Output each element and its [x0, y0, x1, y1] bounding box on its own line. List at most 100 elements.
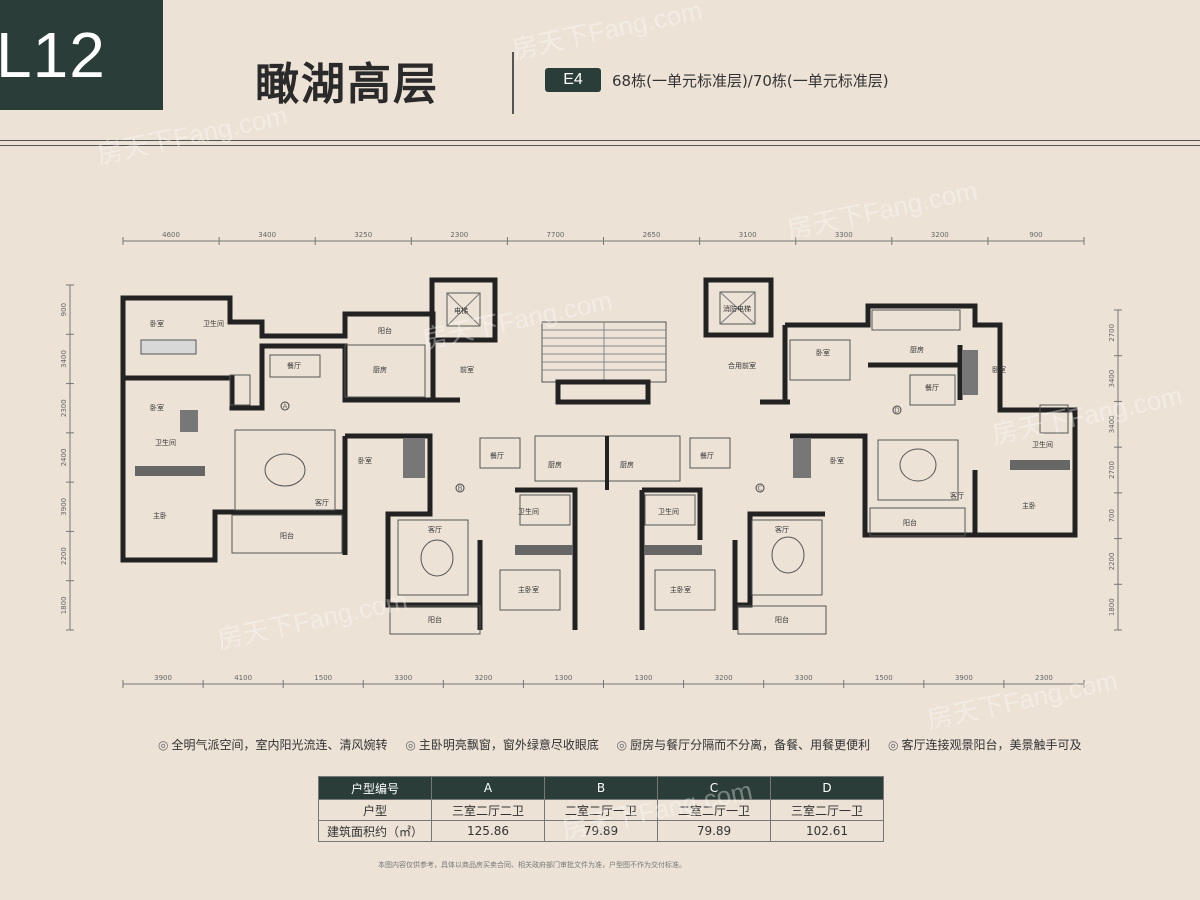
dim-left-label: 900	[60, 303, 68, 316]
table-row: 户型 三室二厅二卫 二室二厅一卫 二室二厅一卫 三室二厅一卫	[318, 799, 884, 821]
dim-top-label: 3100	[739, 231, 757, 239]
dim-right-label: 2700	[1108, 461, 1116, 479]
table-cell: 125.86	[431, 820, 545, 842]
room-b-living: 客厅	[428, 525, 442, 534]
room-d-bedroom2: 卧室	[992, 365, 1006, 374]
dim-left-label: 3900	[60, 498, 68, 516]
room-b-balcony: 阳台	[428, 615, 442, 624]
room-a-bath1: 卫生间	[203, 319, 224, 328]
room-shared-lobby: 合用前室	[728, 361, 756, 370]
feature-item: 全明气派空间，室内阳光流连、清风婉转	[158, 738, 388, 752]
room-b-master: 主卧室	[518, 585, 539, 594]
dim-left-label: 1800	[60, 596, 68, 614]
unit-c	[639, 433, 868, 635]
unit-spec-table: 户型编号 A B C D 户型 三室二厅二卫 二室二厅一卫 二室二厅一卫 三室二…	[318, 776, 884, 842]
room-d-bath: 卫生间	[1032, 440, 1053, 449]
room-d-bedroom1: 卧室	[816, 348, 830, 357]
room-d-dining: 餐厅	[925, 383, 939, 392]
table-cell: 三室二厅一卫	[770, 799, 884, 821]
table-cell: 户型	[318, 799, 432, 821]
unit-marker-d: D	[894, 407, 899, 415]
building-subtitle: 68栋(一单元标准层)/70栋(一单元标准层)	[612, 72, 889, 90]
dim-left-label: 2300	[60, 399, 68, 417]
dim-top-label: 4600	[162, 231, 180, 239]
table-row: 建筑面积约（㎡） 125.86 79.89 79.89 102.61	[318, 820, 884, 842]
dim-right-label: 1800	[1108, 598, 1116, 616]
unit-marker-b: B	[458, 485, 463, 493]
room-a-bedroom1: 卧室	[150, 319, 164, 328]
header-rule-top	[0, 140, 1200, 141]
dim-right-label: 3400	[1108, 370, 1116, 388]
dim-top-label: 3200	[931, 231, 949, 239]
room-a-master: 主卧	[153, 511, 167, 520]
room-a-kitchen: 厨房	[373, 365, 387, 374]
dim-right-label: 700	[1108, 509, 1116, 522]
dim-left-label: 2200	[60, 547, 68, 565]
building-tag: E4	[545, 68, 601, 92]
dim-bottom-label: 1300	[635, 674, 653, 682]
table-cell: 79.89	[544, 820, 658, 842]
table-header: D	[770, 776, 884, 800]
feature-item: 主卧明亮飘窗，窗外绿意尽收眼底	[405, 738, 599, 752]
dim-bottom-label: 3300	[795, 674, 813, 682]
dim-bottom-label: 3200	[474, 674, 492, 682]
table-cell: 三室二厅二卫	[431, 799, 545, 821]
dim-bottom-label: 1500	[875, 674, 893, 682]
room-c-dining: 餐厅	[700, 451, 714, 460]
room-fire-elevator: 消防电梯	[723, 304, 751, 313]
room-b-dining: 餐厅	[490, 451, 504, 460]
dim-right-label: 2200	[1108, 553, 1116, 571]
dim-bottom-label: 3200	[715, 674, 733, 682]
room-a-dining: 餐厅	[287, 361, 301, 370]
dim-bottom-label: 3300	[394, 674, 412, 682]
dim-bottom-label: 2300	[1035, 674, 1053, 682]
dim-top-label: 2300	[450, 231, 468, 239]
unit-a	[120, 295, 436, 563]
room-d-balcony: 阳台	[903, 518, 917, 527]
table-cell: 二室二厅一卫	[544, 799, 658, 821]
room-lobby: 前室	[460, 365, 474, 374]
table-cell: 建筑面积约（㎡）	[318, 820, 432, 842]
room-a-bedroom2: 卧室	[150, 403, 164, 412]
room-d-master: 主卧	[1022, 501, 1036, 510]
page-title: 瞰湖高层	[255, 59, 439, 110]
room-c-balcony: 阳台	[775, 615, 789, 624]
dim-bottom-label: 4100	[234, 674, 252, 682]
feature-item: 厨房与餐厅分隔而不分离，备餐、用餐更便利	[617, 738, 871, 752]
room-elevator: 电梯	[454, 306, 468, 315]
room-c-bedroom: 卧室	[830, 456, 844, 465]
dim-top-label: 7700	[547, 231, 565, 239]
room-c-kitchen: 厨房	[620, 460, 634, 469]
table-cell: 二室二厅一卫	[657, 799, 771, 821]
table-header: A	[431, 776, 545, 800]
room-b-bath: 卫生间	[518, 507, 539, 516]
header-divider	[512, 52, 514, 114]
unit-marker-c: C	[758, 485, 763, 493]
dim-bottom-label: 3900	[955, 674, 973, 682]
table-header: B	[544, 776, 658, 800]
dim-bottom-label: 1300	[555, 674, 573, 682]
room-b-bedroom: 卧室	[358, 456, 372, 465]
room-a-balcony-small: 阳台	[378, 326, 392, 335]
room-c-master: 主卧室	[670, 585, 691, 594]
dim-left-label: 3400	[60, 350, 68, 368]
dim-right-label: 2700	[1108, 324, 1116, 342]
unit-marker-a: A	[283, 403, 288, 411]
building-core	[429, 277, 790, 490]
table-cell: 79.89	[657, 820, 771, 842]
table-header: C	[657, 776, 771, 800]
feature-item: 客厅连接观景阳台，美景触手可及	[888, 738, 1082, 752]
disclaimer-note: 本图内容仅供参考，具体以商品房买卖合同、相关政府部门审批文件为准，户型图不作为交…	[378, 861, 686, 869]
room-d-kitchen: 厨房	[910, 345, 924, 354]
table-header: 户型编号	[318, 776, 432, 800]
dim-top-label: 900	[1029, 231, 1042, 239]
dim-top-label: 3300	[835, 231, 853, 239]
room-a-bath2: 卫生间	[155, 438, 176, 447]
room-c-bath: 卫生间	[658, 507, 679, 516]
room-a-balcony: 阳台	[280, 531, 294, 540]
room-c-living: 客厅	[775, 525, 789, 534]
room-b-kitchen: 厨房	[548, 460, 562, 469]
dim-right-label: 3400	[1108, 415, 1116, 433]
dim-bottom-label: 3900	[154, 674, 172, 682]
